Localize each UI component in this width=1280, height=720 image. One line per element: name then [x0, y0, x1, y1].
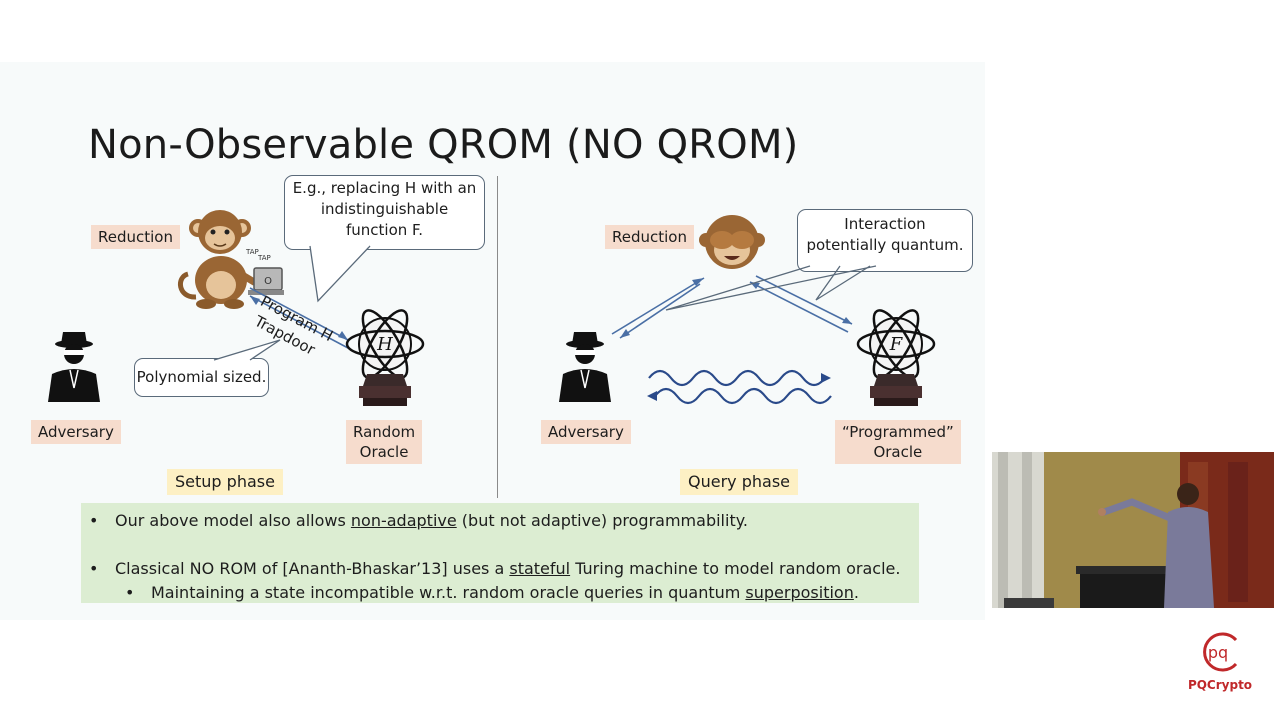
adversary-icon-right	[559, 332, 611, 402]
atom-oracle-icon-right: F	[856, 309, 936, 406]
program-trapdoor-arrows	[249, 287, 349, 349]
tap-text-1: TAP	[245, 248, 259, 256]
bullet-box: • Our above model also allows non-adapti…	[81, 503, 919, 603]
tap-text-2: TAP	[257, 254, 271, 262]
divider	[497, 176, 498, 498]
adversary-icon-left	[48, 332, 100, 402]
bullet-3: • Maintaining a state incompatible w.r.t…	[125, 583, 859, 602]
reduction-label-right: Reduction	[605, 225, 694, 249]
poly-callout-tail	[213, 339, 281, 361]
query-arrows	[611, 265, 877, 339]
slide-title: Non-Observable QROM (NO QROM)	[88, 122, 799, 168]
logo-mark: pq	[1208, 643, 1228, 662]
speaker-video	[992, 452, 1274, 608]
setup-phase-label: Setup phase	[167, 469, 283, 495]
callout-replacing-h: E.g., replacing H with an indistinguisha…	[284, 175, 485, 250]
bullet-2: • Classical NO ROM of [Ananth-Bhaskar’13…	[89, 559, 901, 578]
reduction-label-left: Reduction	[91, 225, 180, 249]
bullet-1: • Our above model also allows non-adapti…	[89, 511, 748, 530]
adversary-label-left: Adversary	[31, 420, 121, 444]
atom-oracle-icon-left: H	[345, 309, 425, 406]
monkey-laptop-icon: O TAP TAP	[178, 210, 284, 309]
speaker-scene-icon	[992, 452, 1274, 608]
callout-interaction: Interaction potentially quantum.	[797, 209, 973, 272]
callout-tail-left	[309, 243, 371, 303]
pq-logo-mark-icon: pq	[1203, 632, 1238, 672]
oracle-symbol-f: F	[889, 334, 904, 355]
pqcrypto-logo: pq PQCrypto	[1184, 630, 1256, 692]
adversary-label-right: Adversary	[541, 420, 631, 444]
logo-text: PQCrypto	[1187, 678, 1253, 692]
oracle-symbol-h: H	[376, 334, 393, 355]
see-no-evil-monkey-icon	[699, 215, 765, 269]
random-oracle-label: Random Oracle	[346, 420, 423, 464]
query-phase-label: Query phase	[680, 469, 798, 495]
programmed-oracle-label: “Programmed” Oracle	[835, 420, 961, 464]
slide: Non-Observable QROM (NO QROM) Reduction …	[0, 62, 985, 620]
quantum-wave-arrows	[647, 369, 832, 405]
callout-polynomial: Polynomial sized.	[134, 358, 269, 397]
laptop-screen: O	[264, 276, 272, 287]
